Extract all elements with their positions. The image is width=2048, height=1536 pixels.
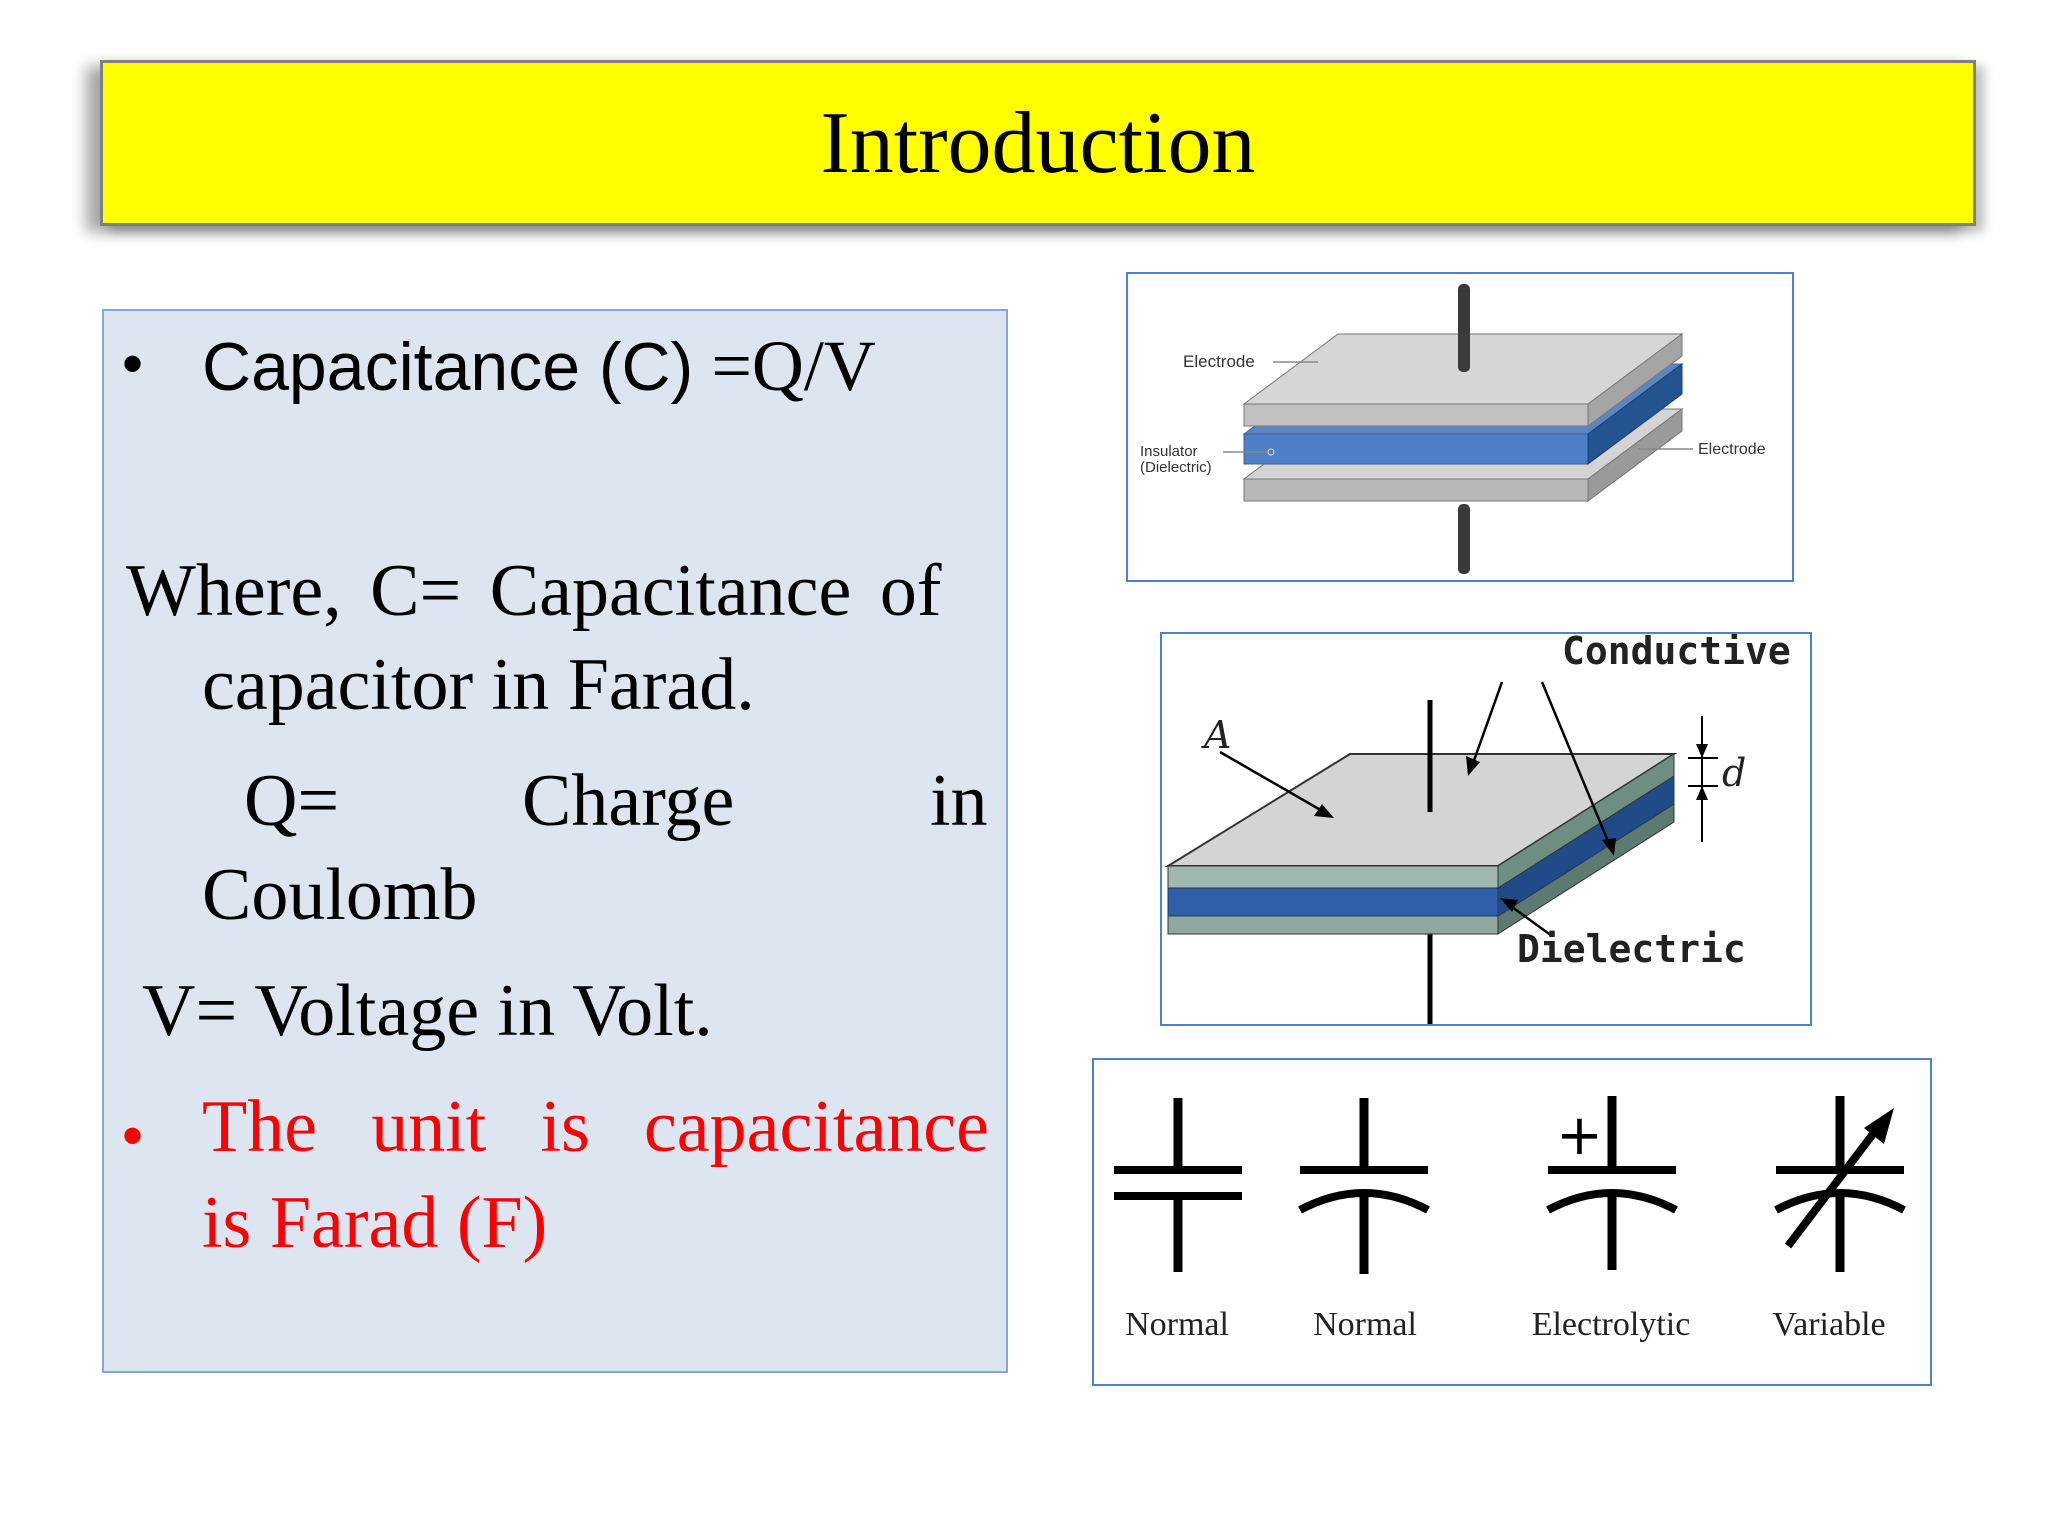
electrode-top-label: Electrode <box>1183 352 1255 371</box>
parallel-plate-figure: Conductive plates A d Dielectric <box>1160 632 1812 1026</box>
electrode-right-label: Electrode <box>1698 441 1766 458</box>
unit-line-2: is Farad (F) <box>202 1182 548 1264</box>
v-line: V= Voltage in Volt. <box>142 970 713 1052</box>
conductive-plates-label: Conductive plates <box>1562 634 1810 673</box>
electrolytic-capacitor-icon: + <box>1546 1096 1678 1270</box>
unit-line-1: The unit is capacitance <box>202 1085 989 1170</box>
plus-sign: + <box>1556 1103 1603 1168</box>
title-banner: Introduction <box>100 60 1976 226</box>
distance-label: d <box>1722 751 1746 795</box>
where-line: Where, C= Capacitance of <box>126 550 942 632</box>
polarized-capacitor-icon <box>1298 1098 1430 1274</box>
symbol-label-electrolytic: Electrolytic <box>1531 1306 1691 1343</box>
slide-title: Introduction <box>820 94 1256 192</box>
q-part-1: Q= <box>244 760 340 842</box>
unit-word-1: The <box>202 1086 318 1168</box>
symbol-label-variable: Variable <box>1772 1306 1886 1343</box>
variable-capacitor-icon <box>1774 1096 1906 1272</box>
unit-word-2: unit <box>371 1086 487 1168</box>
dielectric-label: (Dielectric) <box>1140 459 1212 476</box>
q-part-3: in <box>930 760 988 842</box>
normal-capacitor-icon <box>1114 1098 1242 1272</box>
dielectric-label: Dielectric <box>1517 927 1746 971</box>
capacitor-layers-figure: Electrode Insulator (Dielectric) Electro… <box>1126 272 1794 582</box>
symbol-label-normal-2: Normal <box>1313 1306 1417 1343</box>
q-part-2: Charge <box>522 760 735 842</box>
formula-qv: =Q/V <box>693 326 876 406</box>
bullet: • <box>122 330 144 397</box>
definition-box: • Capacitance (C) =Q/V Where, C= Capacit… <box>102 309 1008 1373</box>
capacitance-label: Capacitance (C) <box>202 329 694 405</box>
symbols-diagram: + <box>1114 1096 1906 1274</box>
q-continuation: Coulomb <box>202 854 478 936</box>
red-bullet: • <box>122 1102 144 1169</box>
symbol-label-normal-1: Normal <box>1125 1306 1229 1343</box>
capacitor-layers-diagram: Electrode Insulator (Dielectric) Electro… <box>1140 284 1766 574</box>
capacitor-symbols-figure: + Normal Normal Electrolytic Variable <box>1092 1058 1932 1386</box>
unit-word-4: capacitance <box>643 1086 989 1168</box>
where-continuation: capacitor in Farad. <box>202 644 755 726</box>
parallel-plate-diagram: Conductive plates A d Dielectric <box>1164 634 1810 1024</box>
capacitance-formula: Capacitance (C) =Q/V <box>202 325 876 408</box>
insulator-label: Insulator <box>1140 443 1198 460</box>
unit-word-3: is <box>540 1086 590 1168</box>
area-label: A <box>1201 713 1231 757</box>
